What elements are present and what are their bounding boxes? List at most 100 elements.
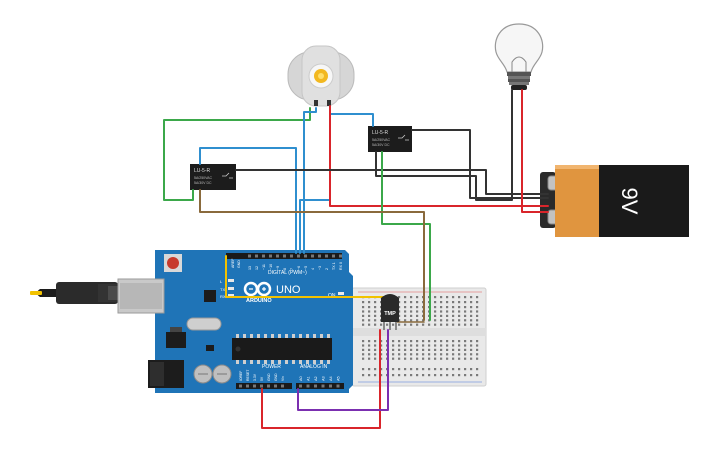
wire-green-motor-relay[interactable] [163, 107, 311, 201]
digital-pin [262, 254, 265, 258]
wire-purple-a0-sensor[interactable] [297, 329, 389, 411]
dc-motor[interactable] [287, 45, 355, 107]
digital-pin-label: ~10 [269, 264, 273, 270]
gnd-label: GND [237, 260, 241, 268]
power-pin [281, 384, 284, 388]
wire-blue-relay-right[interactable] [299, 113, 374, 254]
power-pin-label: IOREF [239, 371, 243, 381]
analog-pin-label: A3 [322, 376, 326, 381]
digital-pin-label: 13 [248, 266, 252, 270]
digital-pin [304, 254, 307, 258]
digital-pin-label: ~6 [297, 266, 301, 270]
breadboard-holes [362, 296, 479, 377]
analog-label: ANALOG IN [300, 364, 328, 370]
battery-label: 9V [617, 188, 642, 215]
power-pin-label: Vin [281, 376, 285, 381]
breadboard[interactable] [351, 287, 487, 387]
on-led [338, 292, 344, 295]
analog-pin-label: A2 [314, 376, 318, 381]
wire-brown-relay-breadboard[interactable] [199, 189, 425, 321]
arduino-brand: ARDUINO [246, 298, 272, 304]
digital-pin-label: ~5 [304, 266, 308, 270]
aref-label: AREF [231, 259, 235, 268]
analog-pin-label: A5 [337, 376, 341, 381]
power-pin [267, 384, 270, 388]
digital-pin-label: 4 [311, 268, 315, 270]
power-pin-label: GND [274, 373, 278, 381]
arduino-model: UNO [276, 284, 301, 296]
digital-pin [297, 254, 300, 258]
wire-blue-motor[interactable] [303, 107, 317, 254]
sensor-label: TMP [384, 311, 396, 317]
wire-black-relay-left[interactable] [235, 169, 549, 195]
analog-pin [314, 384, 317, 388]
digital-pin [290, 254, 293, 258]
power-header[interactable] [236, 383, 292, 389]
ic-pins [236, 334, 330, 364]
analog-pin-label: A0 [299, 376, 303, 381]
arduino-logo [243, 281, 272, 297]
power-pin-label: RESET [246, 370, 250, 381]
digital-pin-label: RX 0 [339, 262, 343, 270]
digital-pin-label: ~11 [262, 264, 266, 270]
wire-black-relay-bulb[interactable] [375, 89, 513, 201]
digital-pin-label: 2 [325, 268, 329, 270]
analog-pin [299, 384, 302, 388]
tx-label: TX [220, 287, 225, 292]
power-pin [239, 384, 242, 388]
digital-label: DIGITAL (PWM~) [268, 270, 307, 276]
analog-header[interactable] [296, 383, 344, 389]
analog-pin-label: A4 [329, 376, 333, 381]
digital-pin [311, 254, 314, 258]
wire-black-relay-right[interactable] [411, 129, 549, 199]
digital-pin-label: 7 [290, 268, 294, 270]
light-bulb[interactable] [494, 23, 544, 90]
digital-pin [248, 254, 251, 258]
wire-red-motor-battery[interactable] [329, 105, 549, 207]
relay-right-rating-2: 5A/30V DC [372, 143, 390, 147]
wire-blue-relay-left[interactable] [199, 147, 297, 254]
temperature-sensor[interactable]: TMP [381, 294, 399, 330]
wire-green-relay-breadboard[interactable] [381, 151, 431, 321]
power-pin-label: GND [267, 373, 271, 381]
relay-left[interactable]: LU-5-R 5A/250VAC 5A/30V DC [190, 164, 236, 190]
digital-pin-label: 8 [283, 268, 287, 270]
wire-red-5v-sensor[interactable] [261, 329, 381, 429]
digital-pin [255, 254, 258, 258]
relay-left-rating-1: 5A/250VAC [194, 176, 213, 180]
wires [163, 89, 549, 429]
relay-left-rating-2: 5A/30V DC [194, 181, 212, 185]
power-pin [253, 384, 256, 388]
digital-pin-label: TX 1 [332, 262, 336, 270]
digital-pin-label: 12 [255, 266, 259, 270]
relay-right[interactable]: LU-5-R 5A/250VAC 5A/30V DC [368, 126, 412, 152]
power-pin [260, 384, 263, 388]
power-pin-label: 5V [260, 376, 264, 381]
analog-pin [321, 384, 325, 388]
digital-pin [283, 254, 286, 258]
analog-pin [306, 384, 310, 388]
power-pin [246, 384, 249, 388]
relay-right-rating-1: 5A/250VAC [372, 138, 391, 142]
power-pin [274, 384, 277, 388]
digital-pin [332, 254, 335, 258]
power-pin-label: 3.3V [253, 373, 257, 381]
digital-pin [276, 254, 279, 258]
relay-right-name: LU-5-R [372, 130, 389, 136]
digital-pin [339, 254, 342, 258]
digital-pin [318, 254, 321, 258]
analog-pin [336, 384, 340, 388]
rx-label: RX [220, 294, 226, 299]
wire-red-bulb-battery[interactable] [521, 89, 549, 213]
battery-9v[interactable]: 9V [540, 165, 689, 237]
digital-pin [325, 254, 328, 258]
digital-pin-label: ~9 [276, 266, 280, 270]
l-label: L [220, 279, 223, 284]
analog-pin-label: A1 [307, 376, 311, 381]
relay-left-name: LU-5-R [194, 168, 211, 174]
digital-pin [269, 254, 272, 258]
power-label: POWER [262, 364, 281, 370]
digital-pin-label: ~3 [318, 266, 322, 270]
